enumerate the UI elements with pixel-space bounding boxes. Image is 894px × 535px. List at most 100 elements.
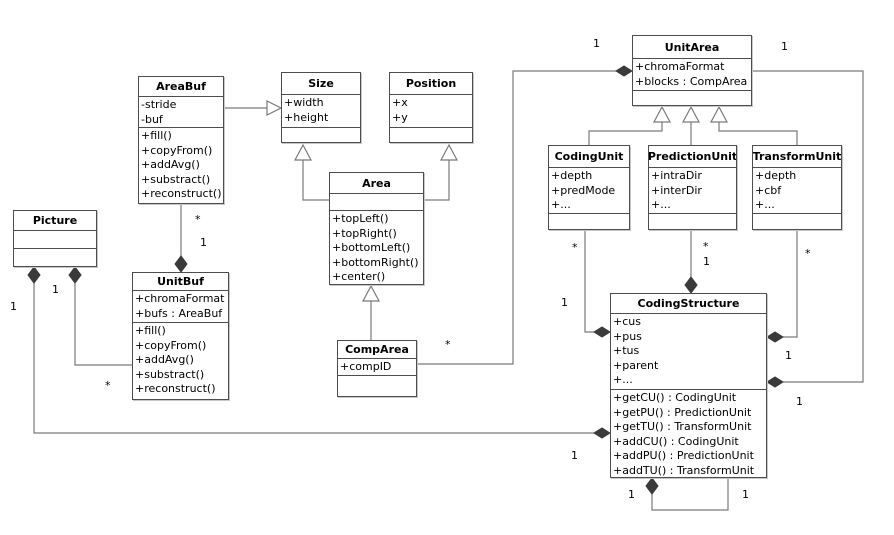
composition-diamond-comp-codingstructure-unitarea <box>766 376 784 388</box>
comp-codingstructure-self <box>651 478 729 511</box>
mult-picture-cs-one: 1 <box>570 449 579 462</box>
generalization-arrow-gen-comparea-area <box>362 284 380 302</box>
methods-compartment-unitarea <box>633 91 751 105</box>
comp-picture-unitbuf <box>74 283 132 366</box>
member-row: +topLeft() <box>332 212 389 225</box>
class-box-picture[interactable]: Picture <box>13 210 97 267</box>
class-box-unitarea[interactable]: UnitArea+chromaFormat+blocks : CompArea <box>632 35 752 106</box>
class-box-unitbuf[interactable]: UnitBuf+chromaFormat+bufs : AreaBuf+fill… <box>132 272 229 400</box>
member-row: +fill() <box>141 129 172 142</box>
member-row: +cus <box>613 315 641 328</box>
member-row: +blocks : CompArea <box>635 74 748 88</box>
member-row: +y <box>392 110 408 124</box>
member-row: +cbf <box>755 183 782 197</box>
composition-diamond-comp-picture-codingstructure <box>27 266 41 284</box>
attributes-compartment-picture <box>14 231 96 249</box>
methods-compartment-size <box>282 128 360 142</box>
class-title-codingunit: CodingUnit <box>549 146 629 168</box>
gen-area-size <box>302 160 329 201</box>
methods-compartment-area: +topLeft()+topRight()+bottomLeft()+botto… <box>330 211 423 284</box>
attributes-compartment-codingstructure: +cus+pus+tus+parent+... <box>611 314 766 390</box>
class-box-transformunit[interactable]: TransformUnit+depth+cbf+... <box>752 145 842 230</box>
member-row: +copyFrom() <box>135 338 207 352</box>
attributes-compartment-unitbuf: +chromaFormat+bufs : AreaBuf <box>133 291 228 323</box>
class-title-unitarea: UnitArea <box>633 36 751 59</box>
member-row: +getCU() : CodingUnit <box>613 391 737 404</box>
member-row: +substract() <box>135 367 205 381</box>
generalization-arrow-gen-area-position <box>440 143 458 161</box>
mult-codingunit-many: * <box>571 241 579 254</box>
member-row: +pus <box>613 329 642 343</box>
methods-compartment-position <box>390 128 472 142</box>
composition-diamond-comp-unitarea-comparea <box>615 65 633 77</box>
class-box-predictionunit[interactable]: PredictionUnit+intraDir+interDir+... <box>648 145 737 230</box>
gen-codingunit-unitarea <box>588 122 663 145</box>
class-box-position[interactable]: Position+x+y <box>389 72 473 143</box>
gen-transformunit-unitarea <box>718 122 798 145</box>
member-row: +depth <box>755 169 797 182</box>
attributes-compartment-position: +x+y <box>390 95 472 128</box>
attributes-compartment-size: +width+height <box>282 95 360 128</box>
attributes-compartment-transformunit: +depth+cbf+... <box>753 168 841 214</box>
generalization-arrow-gen-areabuf-size <box>266 100 283 116</box>
class-title-area: Area <box>330 173 423 194</box>
mult-comparea-many: * <box>444 338 452 351</box>
methods-compartment-unitbuf: +fill()+copyFrom()+addAvg()+substract()+… <box>133 323 228 399</box>
attributes-compartment-comparea: +compID <box>338 359 416 376</box>
class-title-unitbuf: UnitBuf <box>133 273 228 291</box>
member-row: +interDir <box>651 183 702 197</box>
generalization-arrow-gen-area-size <box>294 143 312 161</box>
attributes-compartment-unitarea: +chromaFormat+blocks : CompArea <box>633 59 751 91</box>
comp-picture-codingstructure <box>33 283 594 434</box>
methods-compartment-codingstructure: +getCU() : CodingUnit+getPU() : Predicti… <box>611 390 766 477</box>
member-row: +topRight() <box>332 226 397 240</box>
mult-predictionunit-many: * <box>702 240 710 253</box>
attributes-compartment-codingunit: +depth+predMode+... <box>549 168 629 214</box>
comp-codingstructure-unitarea <box>752 70 864 383</box>
mult-areabuf-many: * <box>194 213 202 226</box>
class-box-area[interactable]: Area +topLeft()+topRight()+bottomLeft()+b… <box>329 172 424 285</box>
mult-unitarea-left: 1 <box>592 37 601 50</box>
member-row: +chromaFormat <box>635 60 725 73</box>
class-box-size[interactable]: Size+width+height <box>281 72 361 143</box>
member-row: +bottomLeft() <box>332 241 411 254</box>
class-box-areabuf[interactable]: AreaBuf-stride-buf+fill()+copyFrom()+add… <box>138 76 224 204</box>
class-box-codingstructure[interactable]: CodingStructure+cus+pus+tus+parent+...+g… <box>610 293 767 478</box>
composition-diamond-comp-codingstructure-predictionunit <box>684 276 698 294</box>
generalization-arrow-gen-codingunit-unitarea <box>653 105 671 123</box>
mult-self-left: 1 <box>627 488 636 501</box>
methods-compartment-areabuf: +fill()+copyFrom()+addAvg()+substract()+… <box>139 128 223 203</box>
member-row: +getTU() : TransformUnit <box>613 420 752 433</box>
class-box-comparea[interactable]: CompArea+compID <box>337 340 417 397</box>
member-row: +addPU() : PredictionUnit <box>613 449 754 462</box>
mult-unitarea-cs-one: 1 <box>795 395 804 408</box>
methods-compartment-picture <box>14 249 96 266</box>
member-row: +fill() <box>135 324 166 337</box>
member-row: +predMode <box>551 183 616 197</box>
member-row: +depth <box>551 169 593 182</box>
member-row: +reconstruct() <box>135 382 216 395</box>
mult-unitbuf-many: * <box>104 379 112 392</box>
composition-diamond-comp-codingstructure-codingunit <box>593 326 611 338</box>
member-row: +getPU() : PredictionUnit <box>613 405 752 419</box>
member-row: +bufs : AreaBuf <box>135 306 223 320</box>
methods-compartment-transformunit <box>753 214 841 229</box>
class-title-size: Size <box>282 73 360 95</box>
member-row: +intraDir <box>651 169 702 182</box>
member-row: +chromaFormat <box>135 292 225 305</box>
class-title-predictionunit: PredictionUnit <box>649 146 736 168</box>
member-row: +... <box>755 198 775 211</box>
member-row: +height <box>284 110 329 124</box>
methods-compartment-comparea <box>338 376 416 396</box>
member-row: +addTU() : TransformUnit <box>613 463 755 477</box>
class-title-picture: Picture <box>14 211 96 231</box>
mult-predictionunit-one: 1 <box>702 255 711 268</box>
class-title-transformunit: TransformUnit <box>753 146 841 168</box>
class-title-codingstructure: CodingStructure <box>611 294 766 314</box>
generalization-arrow-gen-predictionunit-unitarea <box>682 105 700 123</box>
member-row: +... <box>613 373 633 386</box>
class-box-codingunit[interactable]: CodingUnit+depth+predMode+... <box>548 145 630 230</box>
mult-transformunit-one: 1 <box>784 349 793 362</box>
